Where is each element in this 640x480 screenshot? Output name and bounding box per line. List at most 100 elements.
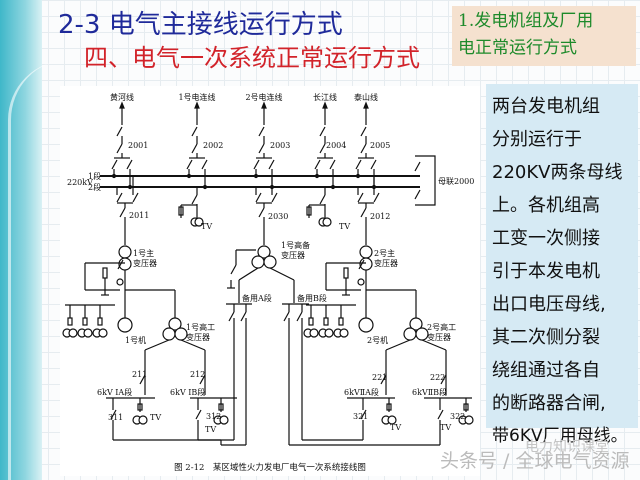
tie-switch — [414, 161, 421, 172]
6kv-bus-label: 6kV ⅠA段 — [97, 387, 132, 397]
description-line: 220KV两条母线 — [492, 162, 623, 183]
fuse — [82, 317, 88, 326]
fuse — [386, 403, 392, 411]
disconnector — [296, 311, 303, 322]
junction-dot — [330, 184, 336, 190]
description-line: 出口电压母线, — [492, 294, 606, 315]
breaker — [380, 374, 387, 385]
description-line: 绕组通过各自 — [492, 360, 600, 381]
arrow-icon — [261, 101, 267, 109]
junction-dot — [314, 173, 320, 179]
disconnector — [228, 311, 235, 322]
tv-winding — [194, 217, 204, 227]
fuse — [97, 317, 103, 326]
load-transformer — [68, 328, 78, 338]
description-line: 引于本发电机 — [492, 261, 600, 282]
standby-bus-label: 备用B段 — [297, 293, 327, 303]
transformer-label: 变压器 — [427, 332, 451, 342]
disconnector — [240, 311, 247, 322]
aux-transformer — [409, 317, 423, 331]
arrow-icon — [322, 101, 328, 109]
description-line: 其二次侧分裂 — [492, 327, 600, 348]
aux-transformer — [162, 327, 176, 341]
switch — [230, 264, 237, 275]
tv-winding — [322, 217, 332, 227]
breaker-label: 2002 — [203, 141, 223, 150]
topic-line: 电正常运行方式 — [458, 38, 577, 58]
disconnector — [360, 126, 367, 137]
junction-dot — [186, 173, 192, 179]
breaker — [110, 409, 117, 420]
transformer-label: 变压器 — [133, 258, 157, 268]
disconnector — [201, 159, 208, 170]
breaker-label: 2030 — [268, 212, 288, 221]
transformer-label: 2号主 — [374, 248, 395, 258]
disconnector — [268, 159, 275, 170]
breaker — [195, 409, 202, 420]
disconnector — [186, 159, 193, 170]
breaker-label: 321 — [353, 412, 368, 421]
tv-winding — [138, 415, 148, 425]
breaker-label: 212 — [190, 370, 205, 379]
breaker — [360, 409, 367, 420]
breaker — [199, 374, 206, 385]
breaker-label: 311 — [108, 413, 123, 422]
breaker-label: 2005 — [370, 141, 390, 150]
tie-switch — [414, 189, 421, 200]
fuse — [67, 317, 73, 326]
description-box: 两台发电机组 分别运行于 220KV两条母线 上。各机组高 工变一次侧接 引于本… — [486, 84, 638, 446]
generator-icon — [358, 317, 374, 333]
breaker — [258, 143, 265, 154]
breaker — [319, 143, 326, 154]
feeder-label: 黄河线 — [110, 92, 134, 102]
junction-dot — [253, 173, 259, 179]
topic-line: 1.发电机组及厂用 — [458, 11, 594, 31]
fuse — [463, 403, 469, 411]
wire — [180, 339, 206, 351]
fuse — [137, 403, 143, 411]
tv-label: TV — [150, 413, 161, 422]
feeder-label: 长江线 — [313, 92, 337, 102]
load-transformer — [83, 328, 93, 338]
breaker — [440, 374, 447, 385]
disconnector — [319, 194, 326, 205]
arrow-icon — [363, 101, 369, 109]
tv-label: TV — [390, 423, 401, 432]
arrow-icon — [194, 101, 200, 109]
generator-icon — [117, 317, 133, 333]
description-line: 的断路器合闸, — [492, 393, 606, 414]
load-transformer — [309, 328, 319, 338]
transformer-label: 变压器 — [186, 332, 210, 342]
disconnector — [373, 192, 380, 203]
wire — [144, 339, 170, 351]
watermark-channel: 电力知识课堂 — [525, 439, 609, 455]
aux-transformer — [168, 317, 182, 331]
feeder-label: 泰山线 — [354, 92, 378, 102]
aux-transformer — [403, 327, 417, 341]
fuse — [308, 317, 314, 326]
tv-label: TV — [440, 423, 451, 432]
load-transformer — [339, 328, 349, 338]
diagram-caption: 图 2-12 某区域性火力发电厂电气一次系统接线图 — [174, 462, 366, 473]
bus2-label: 2段 — [88, 182, 101, 192]
disconnector — [314, 159, 321, 170]
disconnector — [111, 159, 118, 170]
feeder-label: 1号电连线 — [178, 92, 215, 102]
wire — [421, 339, 447, 351]
feeder-label: 2号电连线 — [245, 92, 282, 102]
decorative-strip — [0, 0, 42, 480]
breaker-label: 322 — [450, 412, 465, 421]
disconnector — [329, 159, 336, 170]
meter — [116, 278, 124, 286]
bus-tie — [415, 155, 436, 206]
load-transformer — [324, 328, 334, 338]
main-transformer — [359, 245, 373, 259]
disconnector — [355, 159, 362, 170]
disconnector — [126, 159, 133, 170]
disconnector — [132, 192, 139, 203]
breaker — [139, 374, 146, 385]
voltage-label: 220kV — [67, 178, 93, 187]
disconnector — [191, 194, 198, 205]
disconnector — [370, 159, 377, 170]
